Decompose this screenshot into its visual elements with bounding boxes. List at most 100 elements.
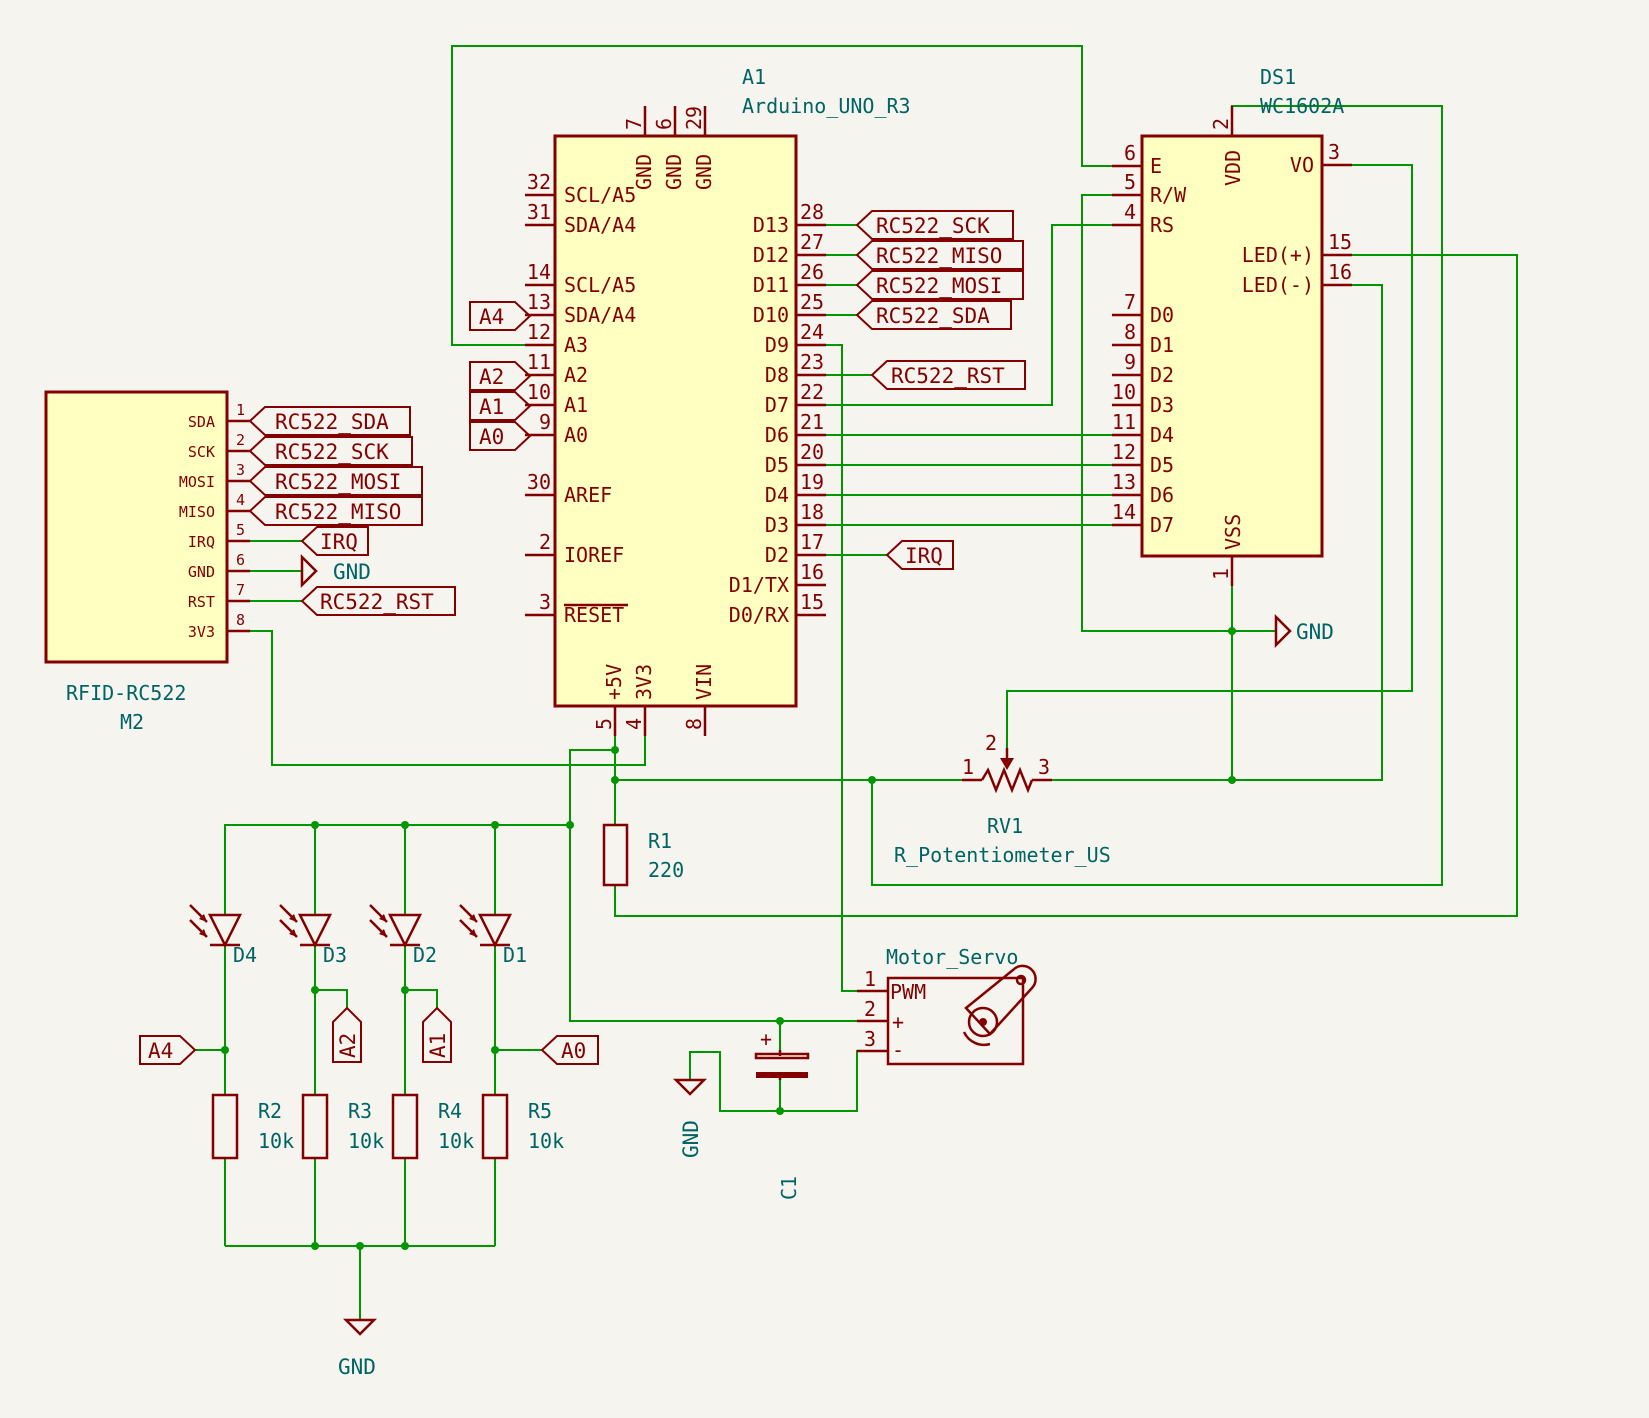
arduino-pin-num: 10 xyxy=(527,380,551,404)
photodiode-d3: D3 xyxy=(279,904,347,967)
arduino-pin-num: 9 xyxy=(539,410,551,434)
arduino-pin-name: D6 xyxy=(765,423,789,447)
arduino-pin-num: 29 xyxy=(682,106,706,130)
rfid-pin-name: SDA xyxy=(188,413,215,431)
arduino-pin-num: 12 xyxy=(527,320,551,344)
rfid-pin-num: 8 xyxy=(236,611,245,629)
svg-text:1: 1 xyxy=(864,967,876,991)
arduino-pin-num: 19 xyxy=(800,470,824,494)
lcd-pin-name: VSS xyxy=(1221,514,1245,550)
arduino-pin-num: 25 xyxy=(800,290,824,314)
label-a0-arduino: A0 xyxy=(469,421,532,451)
lcd-pin-name: R/W xyxy=(1150,183,1187,207)
arduino-pin-name: SCL/A5 xyxy=(564,273,636,297)
arduino-pin-num: 31 xyxy=(527,200,551,224)
lcd-pin-num: 4 xyxy=(1124,200,1136,224)
lcd-pin-name: LED(-) xyxy=(1242,273,1314,297)
arduino-pin-num: 21 xyxy=(800,410,824,434)
svg-text:A4: A4 xyxy=(479,305,504,329)
label-rc522-sck-rfid: RC522_SCK xyxy=(248,436,413,466)
label-rc522-rst-rfid: RC522_RST xyxy=(300,586,456,616)
svg-text:RC522_MISO: RC522_MISO xyxy=(275,500,401,524)
lcd-pin-num: 15 xyxy=(1328,230,1352,254)
label-rc522-miso: RC522_MISO xyxy=(855,240,1024,270)
svg-text:A2: A2 xyxy=(336,1033,360,1058)
arduino-pin-name: AREF xyxy=(564,483,612,507)
servo-motor: 1 2 3 PWM + - Motor_Servo xyxy=(857,945,1037,1066)
arduino-uno: A1 Arduino_UNO_R3 32SCL/A531SDA/A414SCL/… xyxy=(525,65,911,736)
svg-text:R1: R1 xyxy=(648,829,672,853)
lcd-ref: DS1 xyxy=(1260,65,1296,89)
lcd-pin-num: 10 xyxy=(1112,380,1136,404)
lcd-pin-name: D2 xyxy=(1150,363,1174,387)
diode-ref: D2 xyxy=(413,943,437,967)
arduino-pin-num: 14 xyxy=(527,260,551,284)
lcd-pin-name: D1 xyxy=(1150,333,1174,357)
lcd-pin-num: 5 xyxy=(1124,170,1136,194)
svg-text:3: 3 xyxy=(1038,755,1050,779)
arduino-pin-num: 6 xyxy=(652,118,676,130)
arduino-pin-name: D1/TX xyxy=(729,573,789,597)
label-rc522-miso-rfid: RC522_MISO xyxy=(248,496,423,526)
label-a1-ldr: A1 xyxy=(422,1006,452,1063)
svg-text:A4: A4 xyxy=(148,1039,173,1063)
lcd-pin-name: D5 xyxy=(1150,453,1174,477)
arduino-pin-name: D13 xyxy=(753,213,789,237)
svg-text:GND: GND xyxy=(338,1355,376,1379)
arduino-value: Arduino_UNO_R3 xyxy=(742,94,911,118)
svg-text:A1: A1 xyxy=(426,1033,450,1058)
arduino-pin-name: +5V xyxy=(602,664,626,700)
svg-text:A0: A0 xyxy=(561,1039,586,1063)
svg-text:RV1: RV1 xyxy=(987,814,1023,838)
lcd-pin-num: 7 xyxy=(1124,290,1136,314)
rfid-pin-num: 5 xyxy=(236,521,245,539)
photodiode-d1: D1 xyxy=(459,904,527,967)
rfid-pin-name: GND xyxy=(188,563,215,581)
arduino-pin-num: 18 xyxy=(800,500,824,524)
arduino-pin-name: D8 xyxy=(765,363,789,387)
photodiode-d4: D4 xyxy=(189,904,257,967)
arduino-pin-name: D10 xyxy=(753,303,789,327)
lcd-pin-name: D0 xyxy=(1150,303,1174,327)
svg-text:RC522_SCK: RC522_SCK xyxy=(876,214,990,238)
arduino-pin-num: 27 xyxy=(800,230,824,254)
svg-text:A2: A2 xyxy=(479,365,504,389)
arduino-pin-name: GND xyxy=(632,154,656,190)
resistor-ref: R3 xyxy=(348,1099,372,1123)
svg-text:3: 3 xyxy=(864,1027,876,1051)
arduino-pin-num: 32 xyxy=(527,170,551,194)
svg-text:RC522_MISO: RC522_MISO xyxy=(876,244,1002,268)
resistor-ref: R4 xyxy=(438,1099,462,1123)
arduino-pin-name: D0/RX xyxy=(729,603,789,627)
arduino-pin-name: A2 xyxy=(564,363,588,387)
arduino-pin-num: 4 xyxy=(622,718,646,730)
resistor-value: 10k xyxy=(348,1129,384,1153)
lcd-pin-name: RS xyxy=(1150,213,1174,237)
arduino-pin-name: D3 xyxy=(765,513,789,537)
lcd-display: DS1 WC1602A 6E5R/W4RS7D08D19D210D311D412… xyxy=(1112,65,1352,586)
svg-text:+: + xyxy=(760,1027,772,1051)
rfid-module: RFID-RC522 M2 1SDA2SCK3MOSI4MISO5IRQ6GND… xyxy=(44,390,250,734)
svg-text:1: 1 xyxy=(962,755,974,779)
arduino-pin-name: D12 xyxy=(753,243,789,267)
label-rc522-sck: RC522_SCK xyxy=(855,210,1014,240)
arduino-pin-name: A1 xyxy=(564,393,588,417)
label-a4-ldr: A4 xyxy=(139,1035,197,1065)
lcd-pin-name: D3 xyxy=(1150,393,1174,417)
arduino-pin-num: 3 xyxy=(539,590,551,614)
arduino-pin-name: GND xyxy=(662,154,686,190)
lcd-pin-name: VDD xyxy=(1221,150,1245,186)
label-rc522-mosi: RC522_MOSI xyxy=(855,270,1024,300)
svg-text:Motor_Servo: Motor_Servo xyxy=(886,945,1018,969)
rfid-pin-num: 1 xyxy=(236,401,245,419)
label-a0-ldr: A0 xyxy=(540,1035,599,1065)
svg-text:RC522_SDA: RC522_SDA xyxy=(275,410,389,434)
svg-text:C1: C1 xyxy=(777,1176,801,1200)
resistor-value: 10k xyxy=(528,1129,564,1153)
arduino-pin-name: D7 xyxy=(765,393,789,417)
rfid-pin-num: 7 xyxy=(236,581,245,599)
